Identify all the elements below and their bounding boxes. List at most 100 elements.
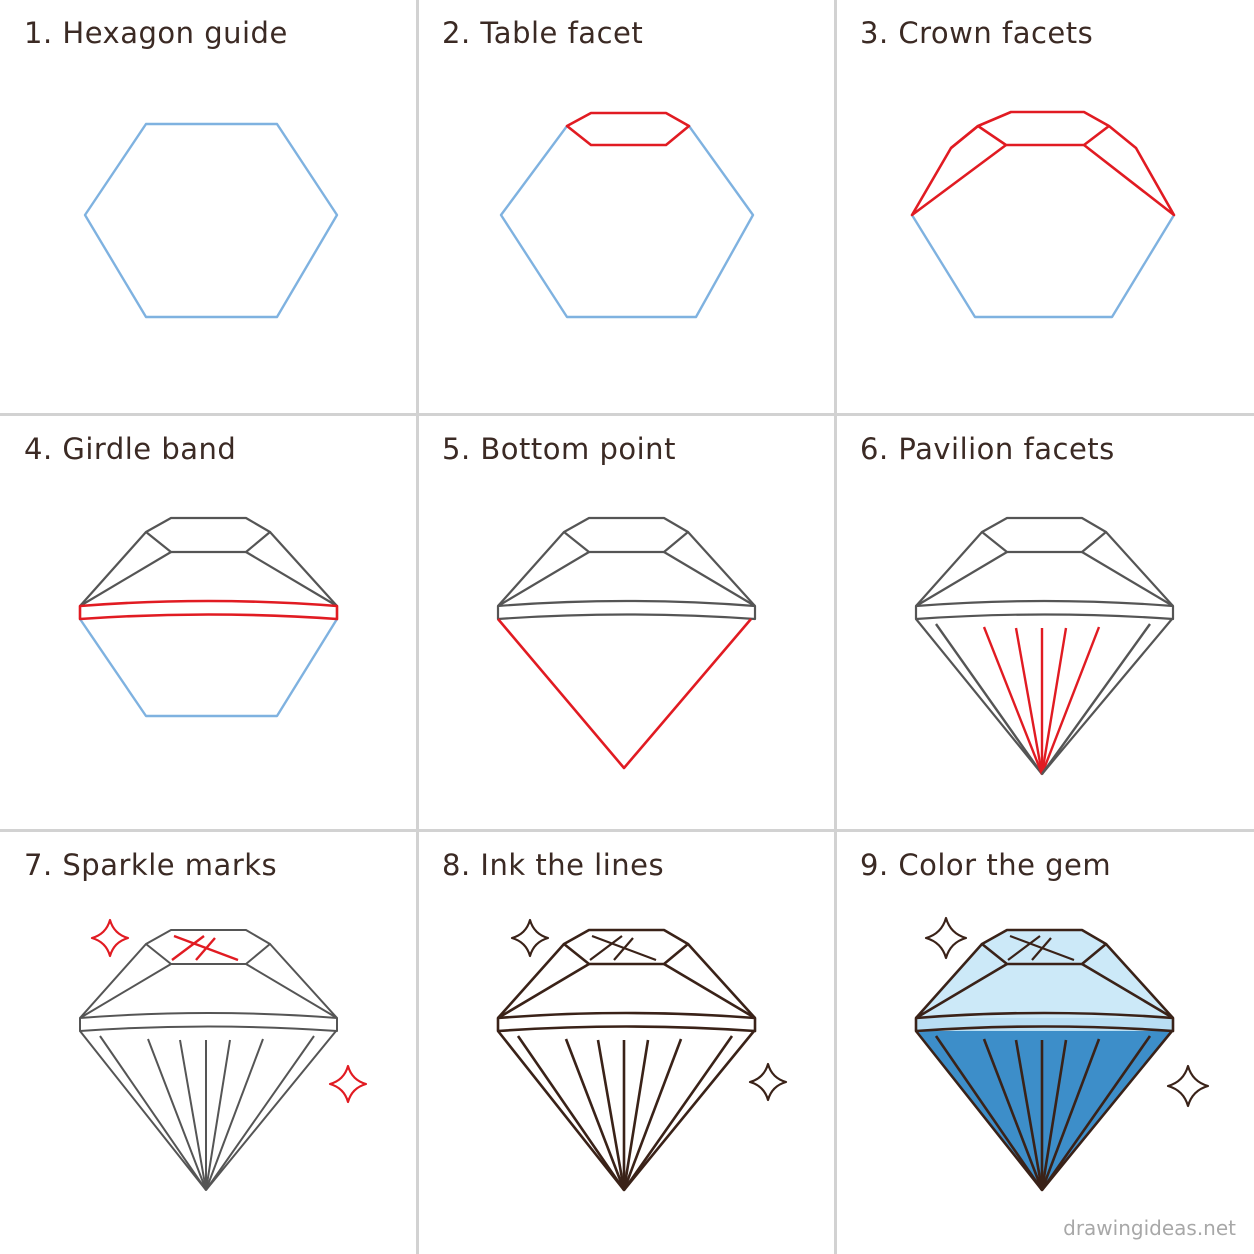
pavilion-facet-line bbox=[1041, 623, 1151, 775]
pavilion-outline bbox=[496, 1030, 756, 1192]
table-facet bbox=[980, 516, 1108, 554]
pavilion-facet-line bbox=[147, 1038, 207, 1191]
crown-edge-right bbox=[269, 531, 338, 607]
pavilion-outline bbox=[79, 1030, 337, 1191]
girdle-band bbox=[914, 1011, 1175, 1033]
step-panel-6: 6. Pavilion facets bbox=[836, 416, 1252, 830]
crown-facet-left bbox=[915, 551, 1008, 607]
table-facet bbox=[976, 110, 1111, 147]
girdle-band bbox=[914, 599, 1175, 621]
sparkle-icon bbox=[924, 916, 968, 960]
table-facet bbox=[144, 516, 272, 554]
girdle-band bbox=[496, 1011, 757, 1033]
crown-facet-left bbox=[79, 551, 172, 607]
step-illustration bbox=[910, 110, 1176, 319]
crown-facet-left bbox=[497, 962, 590, 1020]
pavilion-facet-line bbox=[99, 1035, 207, 1191]
step-panel-9: 9. Color the gem bbox=[836, 832, 1252, 1246]
pavilion-facet-line bbox=[205, 1038, 264, 1191]
step-title: 2. Table facet bbox=[442, 16, 644, 50]
pavilion-facet-line bbox=[179, 1039, 207, 1191]
pavilion-fill bbox=[916, 1031, 1172, 1190]
reflection-line bbox=[613, 937, 634, 961]
step-illustration bbox=[78, 516, 339, 718]
sparkle-icon bbox=[328, 1064, 368, 1104]
pavilion-facet-line bbox=[596, 1039, 626, 1191]
crown-edge-left bbox=[79, 943, 147, 1019]
crown-facet-right bbox=[245, 551, 338, 607]
pavilion-outline bbox=[915, 618, 1173, 776]
pavilion-facet-line bbox=[982, 1038, 1044, 1191]
crown-edge-right bbox=[1105, 531, 1174, 607]
reflection-line bbox=[1031, 937, 1052, 961]
step-panel-8: 8. Ink the lines bbox=[418, 832, 834, 1246]
grid-divider-horizontal bbox=[0, 413, 1254, 416]
pavilion-outline bbox=[497, 618, 752, 770]
crown-edge-left bbox=[497, 943, 565, 1019]
step-title: 3. Crown facets bbox=[860, 16, 1094, 50]
pavilion-facet-line bbox=[622, 1035, 734, 1191]
pavilion-facet-line bbox=[516, 1035, 626, 1191]
step-panel-7: 7. Sparkle marks bbox=[0, 832, 416, 1246]
step-illustration bbox=[496, 918, 788, 1192]
step-illustration bbox=[79, 918, 368, 1191]
pavilion-facet-line bbox=[1040, 1038, 1101, 1191]
hexagon-guide bbox=[83, 122, 339, 319]
crown-edge-left bbox=[497, 531, 565, 607]
table-facet bbox=[562, 516, 690, 554]
pavilion-facet-line bbox=[622, 1039, 650, 1191]
step-illustration bbox=[914, 516, 1175, 776]
grid-divider-horizontal bbox=[0, 829, 1254, 832]
crown-fill bbox=[916, 930, 1173, 1018]
crown-facet-left bbox=[915, 962, 1008, 1020]
step-panel-4: 4. Girdle band bbox=[0, 416, 416, 830]
pavilion-facet-line bbox=[205, 1039, 231, 1191]
step-illustration bbox=[83, 122, 339, 319]
pavilion-facet-line bbox=[982, 626, 1044, 775]
pavilion-facet-line bbox=[1040, 1039, 1068, 1191]
sparkle-icon bbox=[748, 1062, 788, 1102]
reflection-line bbox=[589, 935, 623, 961]
step-title: 6. Pavilion facets bbox=[860, 432, 1115, 466]
sparkle-icon bbox=[90, 918, 130, 958]
sparkle-icon bbox=[510, 918, 550, 958]
step-title: 1. Hexagon guide bbox=[24, 16, 288, 50]
crown-facet-right bbox=[1083, 124, 1176, 217]
crown-edge-right bbox=[687, 943, 756, 1019]
pavilion-facet-line bbox=[1014, 627, 1044, 775]
crown-edge-right bbox=[1105, 943, 1174, 1019]
step-panel-3: 3. Crown facets bbox=[836, 0, 1252, 414]
pavilion-facet-line bbox=[934, 1035, 1044, 1191]
crown-edge-left bbox=[915, 943, 983, 1019]
pavilion-facet-line bbox=[1014, 1039, 1044, 1191]
crown-edge-left bbox=[79, 531, 147, 607]
crown-facet-right bbox=[245, 963, 338, 1019]
girdle-band bbox=[79, 1012, 338, 1032]
crown-facet-right bbox=[663, 962, 756, 1020]
crown-facet-right bbox=[1081, 551, 1174, 607]
watermark: drawingideas.net bbox=[1063, 1216, 1236, 1240]
hexagon-guide bbox=[910, 214, 1176, 319]
pavilion-facet-line bbox=[1040, 1035, 1152, 1191]
step-illustration bbox=[496, 516, 757, 770]
crown-edge-right bbox=[687, 531, 756, 607]
crown-edge-right bbox=[269, 943, 338, 1019]
grid-divider-vertical bbox=[834, 0, 837, 1254]
hexagon-guide bbox=[499, 125, 755, 319]
step-title: 8. Ink the lines bbox=[442, 848, 665, 882]
crown-facet-left bbox=[79, 963, 172, 1019]
crown-facet-right bbox=[663, 551, 756, 607]
reflection-line bbox=[1007, 935, 1041, 961]
pavilion-facet-line bbox=[1040, 627, 1068, 775]
pavilion-facet-line bbox=[205, 1035, 315, 1191]
crown-facet-edge bbox=[950, 124, 979, 150]
girdle-band bbox=[496, 599, 757, 621]
table-facet bbox=[565, 111, 691, 147]
reflection-line bbox=[195, 937, 216, 961]
crown-facet-right bbox=[1081, 962, 1174, 1020]
step-panel-2: 2. Table facet bbox=[418, 0, 834, 414]
step-title: 9. Color the gem bbox=[860, 848, 1112, 882]
crown-facet-left bbox=[910, 124, 1007, 217]
grid-divider-vertical bbox=[416, 0, 419, 1254]
